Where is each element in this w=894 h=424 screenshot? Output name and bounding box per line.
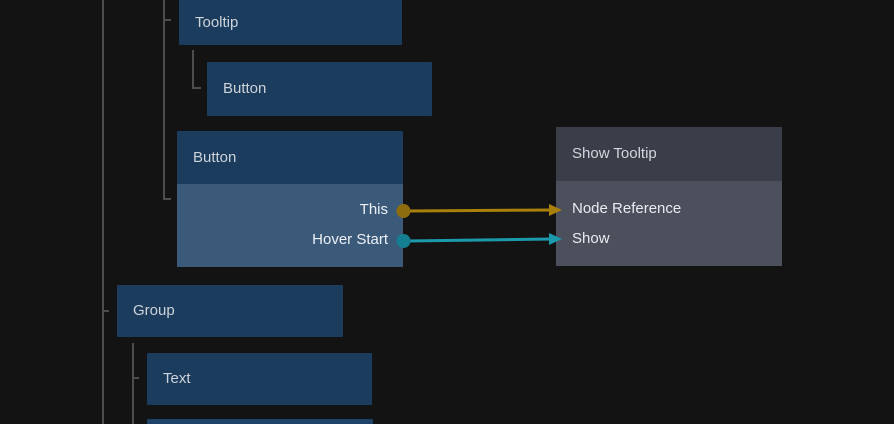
tree-node-group[interactable]: Group	[117, 285, 343, 337]
tree-guide-line-group-child	[132, 343, 134, 424]
action-node-header: Show Tooltip	[556, 127, 782, 181]
output-row-hover-start[interactable]: Hover Start	[312, 231, 388, 248]
node-label: Tooltip	[195, 14, 239, 31]
tree-guide-line-level2	[163, 0, 165, 200]
tree-node-button-child[interactable]: Button	[207, 62, 432, 116]
tree-stub-text	[132, 377, 139, 379]
action-node-show-tooltip[interactable]: Show Tooltip Node Reference Show	[556, 127, 782, 266]
tree-node-tooltip[interactable]: Tooltip	[179, 0, 402, 45]
wire-hover-start-to-show[interactable]	[406, 237, 552, 243]
output-row-this[interactable]: This	[359, 201, 388, 218]
node-label: Button	[193, 149, 237, 166]
tree-stub-button-child	[192, 87, 201, 89]
wire-this-to-node-reference[interactable]	[406, 208, 552, 213]
tree-guide-line-tooltip-child	[192, 50, 194, 89]
node-label: Group	[133, 302, 175, 319]
tree-stub-button-main	[163, 198, 171, 200]
input-row-show[interactable]: Show	[572, 230, 610, 247]
action-node-title: Show Tooltip	[572, 145, 657, 162]
tree-node-partial[interactable]	[147, 419, 373, 424]
node-label: Button	[223, 80, 267, 97]
tree-stub-tooltip	[163, 19, 171, 21]
tree-guide-line-root	[102, 0, 104, 424]
node-output-section: This Hover Start	[177, 184, 403, 267]
action-node-input-section: Node Reference Show	[556, 181, 782, 266]
node-label: Text	[163, 370, 191, 387]
input-row-node-reference[interactable]: Node Reference	[572, 200, 682, 217]
tree-stub-group	[102, 310, 109, 312]
tree-node-button-main[interactable]: Button This Hover Start	[177, 131, 403, 267]
tree-node-text[interactable]: Text	[147, 353, 372, 405]
